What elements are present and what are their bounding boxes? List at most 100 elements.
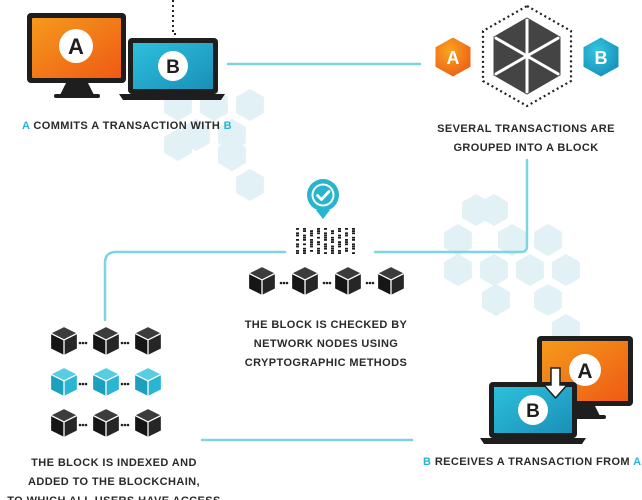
chain-block-highlighted — [50, 367, 78, 397]
block-grouping-icon — [481, 4, 573, 108]
code-bit — [296, 234, 299, 237]
code-bit — [303, 228, 306, 230]
code-bit — [310, 245, 313, 248]
chain-link-dot — [78, 423, 82, 427]
checkmark-badge-icon — [307, 179, 339, 219]
code-bit — [352, 232, 355, 235]
chain-link-dot — [81, 423, 85, 427]
background-hexagon — [534, 284, 562, 316]
code-bit — [345, 234, 348, 237]
code-bit — [331, 247, 334, 250]
code-bit — [331, 239, 334, 241]
code-bit — [324, 243, 327, 246]
code-bit — [303, 239, 306, 241]
chain-block-highlighted — [92, 367, 120, 397]
code-bit — [317, 236, 320, 239]
party-a-badge-icon: A — [434, 36, 472, 78]
chain-link-dot — [126, 423, 130, 427]
code-bit — [303, 243, 306, 246]
svg-text:B: B — [595, 48, 608, 68]
code-bit — [324, 245, 327, 248]
code-bit — [352, 243, 355, 246]
laptop-b-icon: B — [119, 38, 225, 100]
chain-link-dot — [126, 341, 130, 345]
code-bit — [296, 243, 299, 246]
computer-a-letter: A — [68, 34, 84, 59]
code-bit — [303, 236, 306, 239]
blockchain-grid-icon — [50, 326, 162, 438]
background-hexagon — [516, 254, 544, 286]
code-bit — [352, 228, 355, 230]
chain-block — [92, 408, 120, 438]
code-bit — [352, 245, 355, 248]
code-bit — [303, 250, 306, 252]
step-3-line-2: NETWORK NODES USING — [253, 338, 399, 350]
code-bit — [296, 252, 299, 254]
party-b-badge-icon: B — [582, 36, 620, 78]
code-bit — [345, 247, 348, 250]
code-bit — [338, 236, 341, 239]
code-bit — [310, 250, 313, 252]
step-2-caption: SEVERAL TRANSACTIONS ARE GROUPED INTO A … — [428, 120, 624, 158]
code-bit — [352, 252, 355, 254]
code-bit — [338, 230, 341, 232]
code-bit — [310, 230, 313, 232]
step-1-letter-a: A — [22, 120, 30, 132]
code-bit — [303, 230, 306, 232]
step-4-line-2: ADDED TO THE BLOCKCHAIN, — [28, 476, 200, 488]
code-bit — [338, 228, 341, 230]
code-bit — [352, 236, 355, 239]
chain-link-dot — [81, 341, 85, 345]
code-bit — [296, 250, 299, 252]
code-bit — [317, 232, 320, 235]
step-5-letter-b: B — [423, 456, 432, 468]
code-bit — [331, 232, 334, 235]
step-4-line-3: TO WHICH ALL USERS HAVE ACCESS — [0, 492, 228, 500]
step-5-text: RECEIVES A TRANSACTION FROM — [434, 456, 630, 468]
laptop-b-receive-icon: B — [480, 382, 586, 444]
step-5-letter-a: A — [633, 456, 642, 468]
cryptographic-code-icon — [296, 228, 355, 254]
background-hexagons — [164, 89, 580, 346]
dotted-connector — [172, 0, 176, 35]
code-bit — [338, 252, 341, 254]
background-hexagon — [164, 129, 192, 161]
flow-lines — [103, 62, 529, 442]
code-bit — [317, 230, 320, 232]
svg-text:B: B — [526, 401, 540, 422]
code-bit — [310, 239, 313, 241]
chain-link-dot — [120, 341, 124, 345]
chain-link-dot — [81, 382, 85, 386]
code-bit — [338, 243, 341, 246]
step-4-caption: THE BLOCK IS INDEXED AND ADDED TO THE BL… — [0, 454, 228, 500]
background-hexagon — [236, 89, 264, 121]
background-hexagon — [480, 254, 508, 286]
svg-text:A: A — [577, 360, 592, 383]
chain-block — [92, 326, 120, 356]
step-3-caption: THE BLOCK IS CHECKED BY NETWORK NODES US… — [226, 316, 426, 373]
code-bit — [331, 241, 334, 243]
code-bit — [331, 245, 334, 248]
code-bit — [317, 243, 320, 246]
chain-link-dot — [126, 382, 130, 386]
verified-block-chain-icon — [248, 266, 405, 296]
code-bit — [296, 239, 299, 241]
code-bit — [310, 232, 313, 235]
chain-block — [134, 408, 162, 438]
chain-link-dot — [78, 341, 82, 345]
background-hexagon — [498, 224, 526, 256]
code-bit — [331, 252, 334, 254]
code-bit — [324, 228, 327, 230]
code-bit — [324, 236, 327, 239]
background-hexagon — [444, 224, 472, 256]
code-bit — [331, 236, 334, 239]
code-bit — [296, 232, 299, 235]
chain-link-dot — [123, 423, 127, 427]
code-bit — [338, 250, 341, 252]
step-2-line-1: SEVERAL TRANSACTIONS ARE — [437, 123, 615, 135]
code-bit — [338, 241, 341, 243]
code-bit — [345, 228, 348, 230]
code-bit — [303, 247, 306, 250]
code-bit — [310, 243, 313, 246]
